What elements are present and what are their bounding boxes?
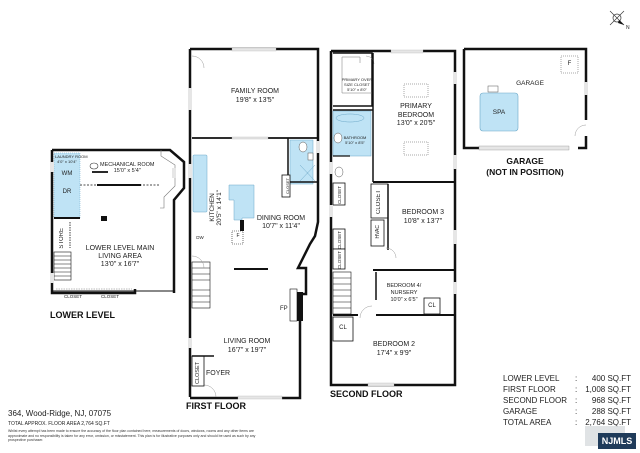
- garage-f-label: F: [567, 61, 572, 67]
- compass-north-label: N: [626, 25, 630, 31]
- disclaimer-text: Whilst every attempt has been made to en…: [8, 429, 256, 442]
- closet-a-label: CLOSET: [337, 186, 342, 205]
- area-row: GARAGE:288 SQ.FT: [503, 407, 631, 416]
- laundry-room-label: LAUNDRY ROOM 4'0" x 10'4": [55, 154, 88, 164]
- cl-bedroom2-label: CL: [339, 325, 347, 331]
- dryer-label: DR: [62, 189, 72, 195]
- garage-plan: [462, 47, 588, 151]
- spa-label: SPA: [492, 109, 506, 116]
- bedroom-3-label: BEDROOM 3 10'8" x 13'7": [401, 209, 444, 225]
- first-floor-title: FIRST FLOOR: [186, 401, 246, 411]
- primary-closet-label: PRIMARY OVER SIZE CLOSET 5'10" x 8'0": [341, 77, 373, 92]
- living-room-label: LIVING ROOM 16'7" x 19'7": [223, 338, 271, 354]
- property-address: 364, Wood-Ridge, NJ, 07075: [8, 409, 112, 418]
- family-room-label: FAMILY ROOM 19'8" x 13'5": [231, 88, 279, 104]
- dining-room-label: DINING ROOM 10'7" x 11'4": [256, 215, 306, 230]
- foyer-closet-label: CLOSET: [195, 362, 201, 385]
- store-label: STORE: [59, 228, 65, 249]
- hvac-label: HVAC: [375, 225, 381, 239]
- fridge-label: F: [236, 233, 240, 239]
- closet-d-label: CLOSET: [337, 251, 342, 270]
- foyer-label: FOYER: [206, 370, 231, 377]
- area-row: SECOND FLOOR:968 SQ.FT: [503, 396, 631, 405]
- garage-title: GARAGE (NOT IN POSITION): [486, 156, 564, 177]
- area-row: LOWER LEVEL:400 SQ.FT: [503, 374, 631, 383]
- lower-closet-2-label: CLOSET: [100, 294, 119, 299]
- bath-closet-label: CLOSET: [285, 178, 290, 195]
- compass-icon: [609, 10, 625, 26]
- mechanical-room-label: MECHANICAL ROOM 15'0" x 5'4": [100, 162, 155, 174]
- area-summary-table: LOWER LEVEL:400 SQ.FT FIRST FLOOR:1,008 …: [503, 373, 631, 428]
- area-row: FIRST FLOOR:1,008 SQ.FT: [503, 385, 631, 394]
- second-floor-title: SECOND FLOOR: [330, 389, 403, 399]
- njmls-logo: NJMLS: [598, 433, 636, 449]
- area-row: TOTAL AREA:2,764 SQ.FT: [503, 418, 631, 427]
- cl-bedroom4-label: CL: [428, 303, 436, 309]
- lower-level-plan: [50, 148, 186, 295]
- kitchen-label: KITCHEN 20'5" x 14'1": [209, 190, 223, 226]
- fireplace-label: FP: [280, 306, 288, 312]
- bedroom-4-label: BEDROOM 4/ NURSERY 10'0" x 6'5": [386, 283, 422, 303]
- closet-b-label: CLOSET: [376, 190, 382, 215]
- lower-level-title: LOWER LEVEL: [50, 310, 115, 320]
- bathroom-label: BATHROOM 5'10" x 8'5": [343, 135, 367, 145]
- dishwasher-label: DW: [196, 235, 204, 240]
- total-floor-area: TOTAL APPROX. FLOOR AREA 2,764 SQ.FT: [8, 421, 110, 427]
- lower-closet-1-label: CLOSET: [63, 294, 82, 299]
- second-floor-plan: [329, 49, 457, 387]
- lower-level-main-label: LOWER LEVEL MAIN LIVING AREA 13'0" x 16'…: [85, 245, 155, 268]
- first-floor-plan: [188, 47, 320, 400]
- washer-label: WM: [61, 171, 73, 177]
- bedroom-2-label: BEDROOM 2 17'4" x 9'9": [372, 341, 415, 357]
- closet-c-label: CLOSET: [337, 231, 342, 250]
- primary-bedroom-label: PRIMARY BEDROOM 13'0" x 20'5": [396, 103, 436, 127]
- garage-room-label: GARAGE: [516, 80, 544, 87]
